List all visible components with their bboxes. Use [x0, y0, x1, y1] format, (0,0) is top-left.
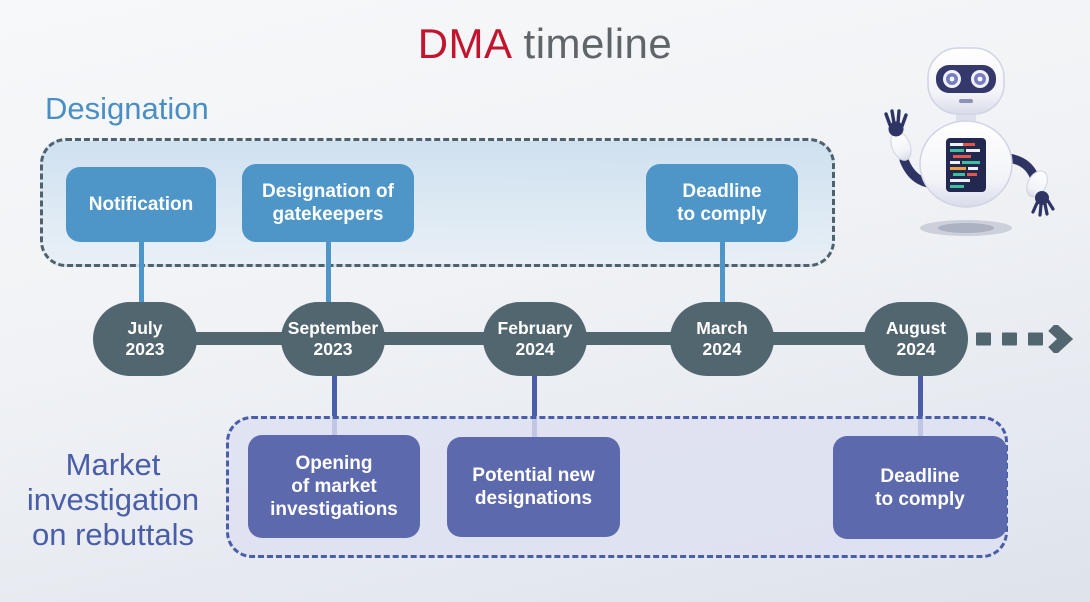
- event-box-opening-market-investigations: Opening of market investigations: [248, 435, 420, 538]
- connector-line: [918, 370, 923, 439]
- title-rest: timeline: [523, 20, 673, 67]
- timeline-node-august-2024: August 2024: [864, 302, 968, 376]
- timeline-node-march-2024: March 2024: [670, 302, 774, 376]
- event-box-designation-of-gatekeepers: Designation of gatekeepers: [242, 164, 414, 242]
- event-box-deadline-to-comply-market: Deadline to comply: [833, 436, 1007, 539]
- dashed-arrow-right-icon: [976, 325, 1074, 353]
- event-box-deadline-to-comply-designation: Deadline to comply: [646, 164, 798, 242]
- event-box-potential-new-designations: Potential new designations: [447, 437, 620, 537]
- connector-line: [139, 240, 144, 310]
- connector-line: [326, 240, 331, 310]
- market-section-label: Market investigation on rebuttals: [26, 447, 200, 552]
- connector-line: [720, 240, 725, 310]
- connector-line: [332, 370, 337, 438]
- timeline-node-september-2023: September 2023: [281, 302, 385, 376]
- title-highlight: DMA: [417, 20, 513, 67]
- designation-section-label: Designation: [45, 91, 209, 126]
- robot-mascot-icon: [884, 47, 1055, 236]
- timeline-node-february-2024: February 2024: [483, 302, 587, 376]
- event-box-notification: Notification: [66, 167, 216, 242]
- timeline-node-july-2023: July 2023: [93, 302, 197, 376]
- connector-line: [532, 370, 537, 440]
